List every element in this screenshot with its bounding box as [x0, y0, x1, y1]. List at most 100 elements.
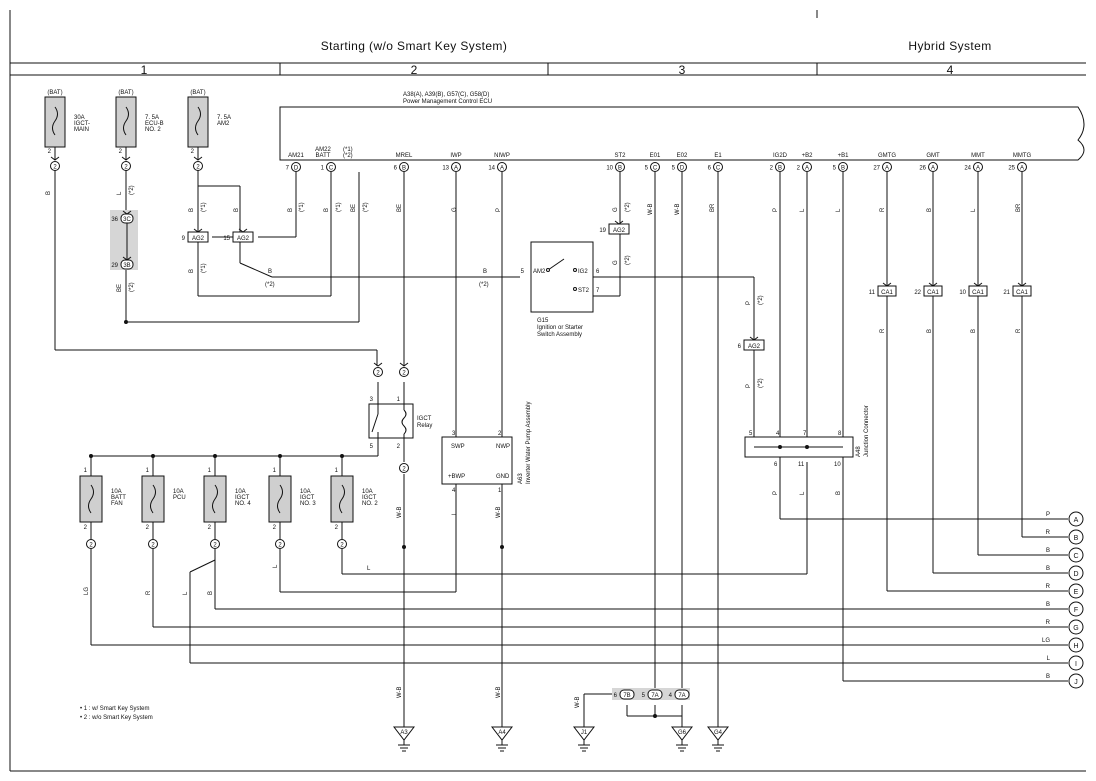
- terminal-f: FB: [1046, 601, 1084, 617]
- connector-chevron: [122, 256, 132, 261]
- svg-text:7A: 7A: [651, 693, 658, 699]
- connector-ag2-15: AG2 15: [223, 231, 254, 243]
- ground-triangle: [490, 726, 514, 741]
- connector-chevron: [238, 228, 248, 233]
- ecu-pin-connector: A: [805, 166, 809, 172]
- fuse-pin-top: 1: [84, 468, 88, 474]
- ca1-pin-number: 11: [869, 290, 876, 296]
- power-management-ecu: A38(A), A39(B), G57(C), G58(D) Power Man…: [279, 92, 1085, 161]
- ecu-pin-connector: A: [976, 166, 980, 172]
- svg-text:BE: BE: [397, 204, 403, 212]
- ecu-pin-label: AM21: [288, 153, 304, 159]
- svg-text:R: R: [880, 207, 886, 212]
- svg-text:B: B: [189, 208, 195, 212]
- column-1: 1: [141, 63, 148, 77]
- svg-text:ST2: ST2: [578, 288, 590, 294]
- svg-text:P: P: [746, 384, 752, 388]
- ecu-pin-circle: [882, 162, 892, 172]
- svg-text:IG2: IG2: [578, 269, 588, 275]
- fuse-rating: 10A: [173, 489, 184, 495]
- fuse-pin-label: 2: [278, 543, 282, 549]
- fuse-name-2: MAIN: [74, 127, 89, 133]
- svg-text:W-B: W-B: [496, 506, 502, 518]
- ecu-pin-connector: C: [716, 166, 721, 172]
- relay-pin-circle: [373, 367, 383, 377]
- terminal-circle: [1068, 547, 1084, 563]
- svg-text:BE: BE: [117, 284, 123, 292]
- ground-a3: A3: [392, 726, 416, 752]
- terminal-circle: [1068, 529, 1084, 545]
- svg-text:W-B: W-B: [397, 506, 403, 518]
- ca1-pin-number: 21: [1003, 290, 1010, 296]
- igct-relay: 3 1 5 2 IGCT Relay: [91, 382, 432, 462]
- terminal-circle: [1068, 637, 1084, 653]
- column-3: 3: [679, 63, 686, 77]
- header-left-title: Starting (w/o Smart Key System): [321, 39, 507, 53]
- column-4: 4: [947, 63, 954, 77]
- terminal-letter: I: [1075, 661, 1077, 668]
- ecu-pin-number: 1: [321, 166, 325, 172]
- fuse-pin-label: 2: [89, 543, 93, 549]
- terminal-h: HLG: [1042, 637, 1084, 653]
- ecu-pin-note-2: (*2): [343, 153, 353, 159]
- svg-text:1: 1: [397, 397, 401, 403]
- ground-label: A3: [400, 730, 408, 736]
- ecu-pin-connector: A: [885, 166, 889, 172]
- terminal-circle: [1068, 583, 1084, 599]
- svg-text:4: 4: [669, 693, 673, 699]
- svg-text:AG2: AG2: [237, 236, 250, 242]
- svg-text:6: 6: [738, 344, 742, 350]
- header-right-title: Hybrid System: [908, 39, 991, 53]
- ecu-pin-number: 2: [770, 166, 774, 172]
- svg-text:W-B: W-B: [397, 686, 403, 698]
- svg-text:6: 6: [596, 269, 600, 275]
- ecu-pin-number: 27: [873, 166, 880, 172]
- ecu-pin-label: E02: [677, 153, 688, 159]
- ecu-pin-connector: B: [402, 166, 406, 172]
- terminal-e: ER: [1046, 583, 1084, 599]
- fuse-name: ECU-B: [145, 121, 164, 127]
- svg-text:10: 10: [834, 462, 841, 468]
- svg-text:BR: BR: [710, 203, 716, 212]
- note-smart-key: • 1 : w/ Smart Key System: [80, 706, 149, 712]
- fuse-pin-label: 2: [213, 543, 217, 549]
- ground-label: A4: [498, 730, 506, 736]
- svg-text:Ignition or Starter: Ignition or Starter: [537, 325, 583, 331]
- fuse-name-2: NO. 3: [300, 501, 316, 507]
- svg-text:B: B: [971, 329, 977, 333]
- fuse-pin-top: 1: [335, 468, 339, 474]
- svg-text:P: P: [773, 208, 779, 212]
- ca1-pin-number: 10: [959, 290, 966, 296]
- svg-text:6: 6: [774, 462, 778, 468]
- ca1-label: CA1: [1016, 290, 1028, 296]
- svg-text:(*2): (*2): [479, 282, 489, 288]
- ecu-pin-number: 14: [488, 166, 495, 172]
- fuse-pin-label: 2: [151, 543, 155, 549]
- terminal-wire-color: B: [1046, 566, 1050, 572]
- terminal-wire-color: R: [1046, 530, 1051, 536]
- svg-text:5: 5: [749, 431, 753, 437]
- terminal-wire-color: B: [1046, 602, 1050, 608]
- terminal-letter: A: [1074, 517, 1079, 524]
- connector-ag2-9: AG2 9: [182, 231, 209, 243]
- fuse-pin-number: 2: [191, 149, 195, 155]
- inverter-water-pump-a63: SWP NWP +BWP GND 3 2 4 1 A63 Inverter Wa…: [280, 172, 532, 727]
- wire-junction-dot: [213, 454, 217, 458]
- terminal-wire-color: R: [1046, 584, 1051, 590]
- svg-text:B: B: [208, 591, 214, 595]
- svg-text:7B: 7B: [623, 693, 630, 699]
- svg-text:L: L: [183, 591, 189, 595]
- note-no-smart-key: • 2 : w/o Smart Key System: [80, 715, 153, 721]
- connector-chevron: [121, 156, 131, 161]
- fuse-element: [88, 484, 94, 514]
- fuse-name: IGCT: [300, 495, 315, 501]
